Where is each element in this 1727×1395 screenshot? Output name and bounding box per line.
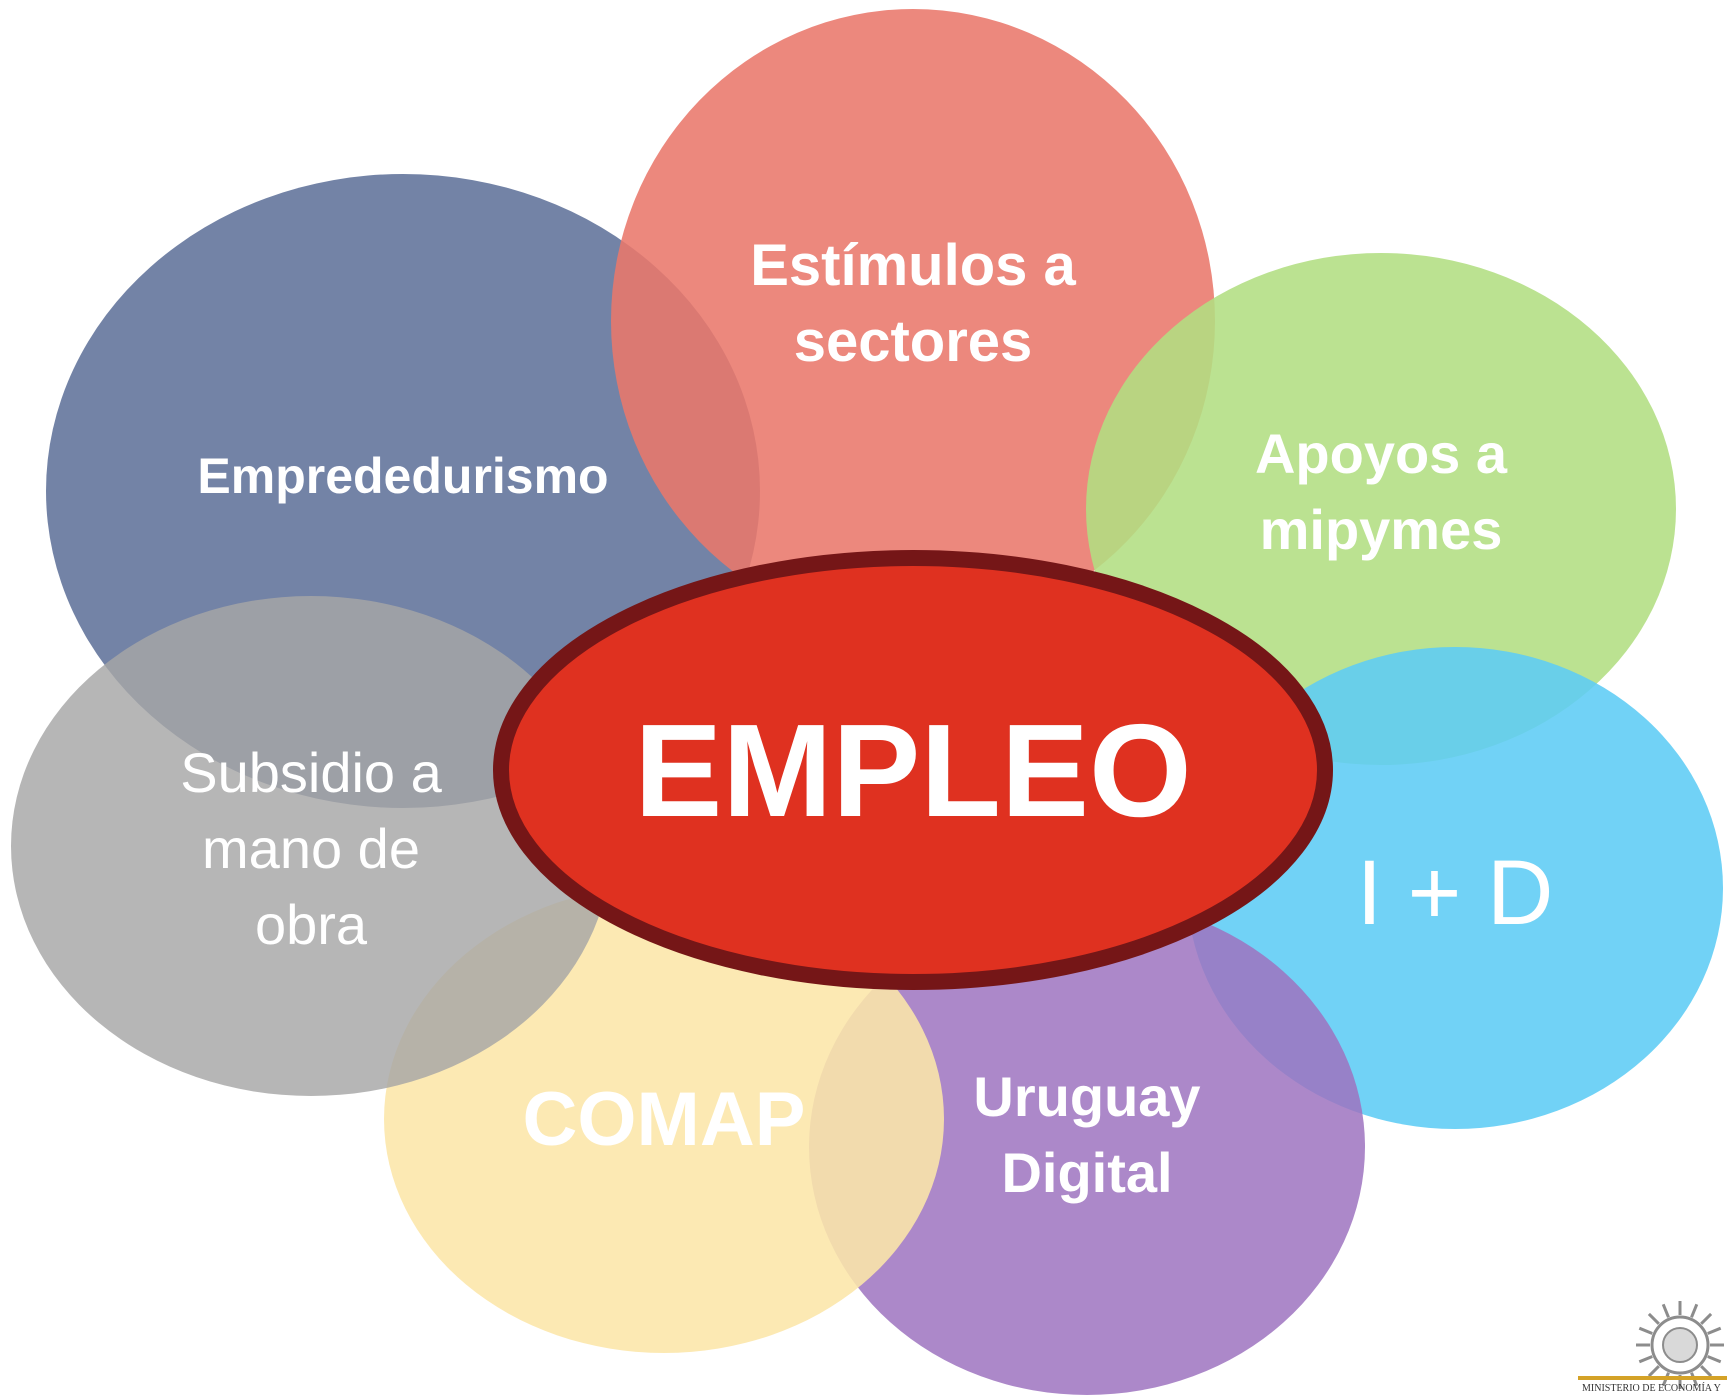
petal-apoyos-label-line: mipymes: [1260, 498, 1503, 561]
petal-uruguay-digital-label-line: Uruguay: [973, 1065, 1200, 1128]
petal-estimulos-ellipse: [611, 9, 1215, 633]
sun-emblem-icon: [1636, 1301, 1724, 1389]
petal-estimulos: Estímulos a sectores: [611, 9, 1215, 633]
petal-uruguay-digital-ellipse: [809, 899, 1365, 1395]
petal-uruguay-digital-label-line: Digital: [1001, 1141, 1172, 1204]
center-label: EMPLEO: [634, 697, 1191, 844]
petal-id-label-line: I + D: [1357, 842, 1554, 944]
logo-gold-bar: [1578, 1376, 1727, 1380]
petal-emprededurismo-label-line: Emprededurismo: [197, 448, 608, 504]
petal-subsidio-label-line: mano de: [202, 817, 420, 880]
petal-apoyos-label-line: Apoyos a: [1255, 422, 1508, 485]
ministry-logo: MINISTERIO DE ECONOMÍA Y: [1578, 1301, 1727, 1394]
petal-comap-label-line: COMAP: [523, 1077, 806, 1162]
petal-subsidio-label-line: Subsidio a: [180, 741, 442, 804]
center-node: EMPLEO: [493, 550, 1333, 990]
petal-subsidio-label-line: obra: [255, 893, 368, 956]
logo-text: MINISTERIO DE ECONOMÍA Y: [1582, 1382, 1721, 1394]
center-ellipse: [493, 550, 1333, 990]
petal-estimulos-label-line: Estímulos a: [750, 233, 1076, 298]
petal-estimulos-label-line: sectores: [794, 309, 1033, 374]
petal-subsidio-ellipse: [11, 596, 611, 1096]
petal-subsidio: Subsidio a mano de obra: [11, 596, 611, 1096]
